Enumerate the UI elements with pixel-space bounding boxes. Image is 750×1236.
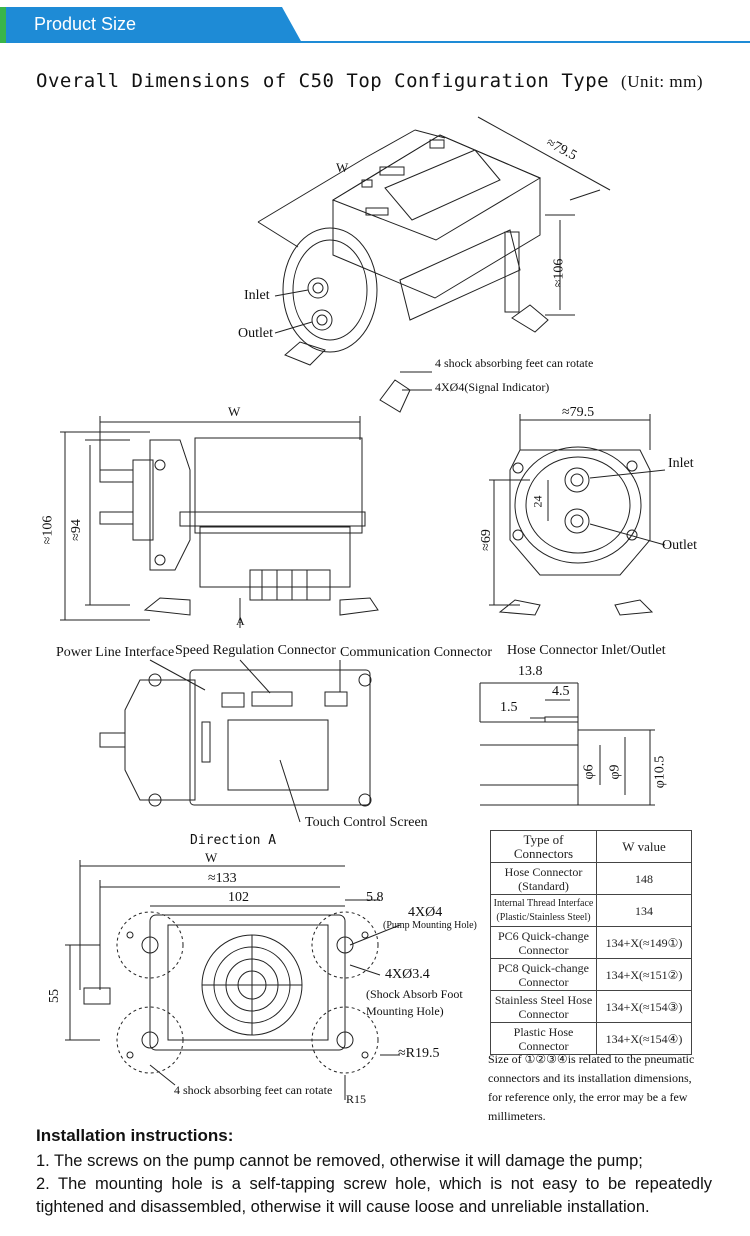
touch-screen-label: Touch Control Screen [305, 815, 428, 830]
comm-connector-label: Communication Connector [340, 645, 493, 660]
side-height: ≈69 [478, 529, 494, 551]
iso-view [257, 116, 611, 413]
install-item-1: 1. The screws on the pump cannot be remo… [36, 1152, 643, 1170]
row-type: PC8 Quick-change Connector [490, 958, 597, 991]
table-row: Internal Thread Interface (Plastic/Stain… [490, 894, 692, 927]
iso-inlet-label: Inlet [244, 288, 270, 303]
hose-d3: 1.5 [500, 700, 518, 715]
banner-bar [0, 7, 302, 43]
row-value: 134+X(≈149①) [596, 926, 692, 959]
speed-connector-label: Speed Regulation Connector [175, 643, 336, 658]
install-item-2: 2. The mounting hole is a self-tapping s… [36, 1175, 712, 1216]
bottom-shock-hole-1: (Shock Absorb Foot [366, 987, 463, 1001]
bottom-hole4: 4XØ4 [408, 905, 443, 920]
front-h-outer: ≈106 [40, 515, 56, 545]
iso-height-dim: ≈106 [551, 258, 567, 288]
bottom-w133: ≈133 [208, 871, 237, 886]
side-view [489, 414, 666, 616]
bottom-pump-hole: (Pump Mounting Hole) [383, 920, 477, 931]
side-outlet-label: Outlet [662, 538, 697, 553]
banner-accent [0, 7, 6, 43]
row-value: 134 [596, 894, 692, 927]
hose-d5: φ9 [607, 764, 623, 780]
row-type: PC6 Quick-change Connector [490, 926, 597, 959]
side-spacing: 24 [530, 495, 545, 508]
table-row: Hose Connector (Standard)148 [490, 862, 692, 895]
row-value: 148 [596, 862, 692, 895]
row-type: Plastic Hose Connector [490, 1022, 597, 1055]
title-unit: (Unit: mm) [621, 72, 703, 91]
front-view [60, 416, 379, 628]
front-a-label: A [236, 614, 245, 628]
side-width-dim: ≈79.5 [562, 405, 595, 420]
page-title: Overall Dimensions of C50 Top Configurat… [36, 70, 703, 92]
iso-w-label: W [336, 160, 349, 175]
top-view [99, 659, 372, 823]
bottom-shock-hole-2: Mounting Hole) [366, 1004, 444, 1018]
row-value: 134+X(≈154③) [596, 990, 692, 1023]
hose-detail-view [479, 682, 655, 806]
installation-instructions: Installation instructions: 1. The screws… [36, 1126, 712, 1219]
iso-signal-note: 4XØ4(Signal Indicator) [435, 380, 550, 394]
hose-d4: φ6 [581, 764, 597, 780]
bottom-w-label: W [205, 850, 218, 865]
row-value: 134+X(≈151②) [596, 958, 692, 991]
banner-title: Product Size [34, 14, 137, 34]
row-type: Hose Connector (Standard) [490, 862, 597, 895]
hose-d1: 13.8 [518, 664, 543, 679]
w-value-table: Type of Connectors W value Hose Connecto… [490, 830, 692, 1055]
bottom-hole34: 4XØ3.4 [385, 967, 430, 982]
bottom-feet-note: 4 shock absorbing feet can rotate [174, 1083, 333, 1097]
header-w-value: W value [596, 830, 692, 863]
row-type: Internal Thread Interface (Plastic/Stain… [490, 894, 597, 927]
bottom-d58: 5.8 [366, 890, 384, 905]
bottom-r195: ≈R19.5 [398, 1046, 440, 1061]
bottom-r15: R15 [346, 1092, 367, 1106]
front-w-label: W [228, 404, 241, 419]
hose-title: Hose Connector Inlet/Outlet [507, 643, 666, 658]
banner-underline [300, 41, 750, 43]
bottom-w102: 102 [228, 890, 249, 905]
install-title: Installation instructions: [36, 1126, 234, 1145]
bottom-view [65, 860, 401, 1100]
side-inlet-label: Inlet [668, 456, 694, 471]
section-banner: Product Size [0, 7, 750, 43]
power-line-label: Power Line Interface [56, 645, 175, 660]
header-type: Type of Connectors [490, 830, 597, 863]
hose-d6: φ10.5 [652, 755, 668, 789]
row-value: 134+X(≈154④) [596, 1022, 692, 1055]
front-h-inner: ≈94 [68, 519, 84, 541]
hose-d2: 4.5 [552, 684, 570, 699]
direction-a-label: Direction A [190, 833, 277, 848]
iso-outlet-label: Outlet [238, 326, 273, 341]
row-type: Stainless Steel Hose Connector [490, 990, 597, 1023]
table-header-row: Type of Connectors W value [490, 830, 692, 863]
bottom-h55: 55 [47, 989, 62, 1003]
table-note: Size of ①②③④is related to the pneumatic … [488, 1052, 695, 1123]
iso-feet-note: 4 shock absorbing feet can rotate [435, 356, 594, 370]
title-text: Overall Dimensions of C50 Top Configurat… [36, 70, 610, 92]
